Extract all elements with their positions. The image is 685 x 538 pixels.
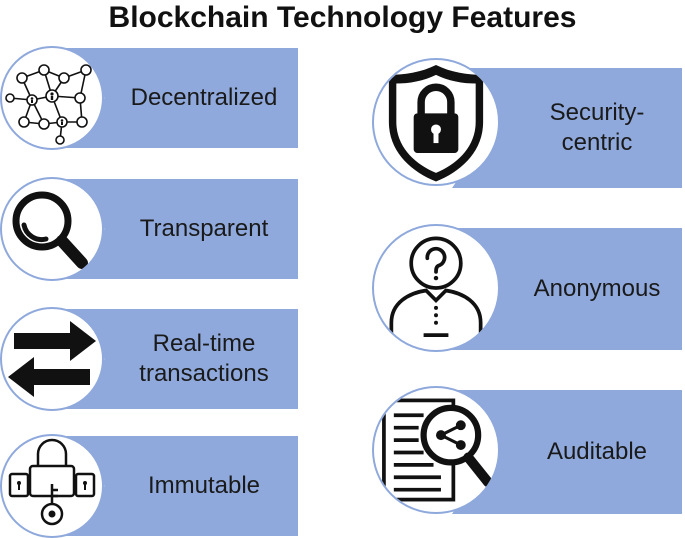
anonymous-person-icon [372,224,500,352]
shield-lock-icon [372,58,500,186]
feature-label: Immutable [147,472,261,499]
arrows-exchange-icon [0,307,104,411]
feature-anonymous: Anonymous [372,224,685,354]
document-magnifier-icon [372,386,500,514]
feature-security-centric: Security- centric [372,58,685,200]
feature-label: Anonymous [533,275,661,302]
feature-label: Auditable [546,438,648,465]
feature-immutable: Immutable [0,434,300,538]
page-title: Blockchain Technology Features [108,1,577,34]
feature-real-time-transactions: Real-time transactions [0,307,300,411]
feature-label: Security- centric [549,99,645,156]
feature-label: Decentralized [130,84,278,111]
network-icon [0,46,104,150]
magnifier-icon [0,177,104,281]
feature-label: Transparent [139,215,269,242]
feature-transparent: Transparent [0,177,300,281]
feature-auditable: Auditable [372,384,685,520]
feature-label: Real-time transactions [139,330,269,387]
lock-key-icon [0,434,104,538]
feature-decentralized: Decentralized [0,46,300,150]
